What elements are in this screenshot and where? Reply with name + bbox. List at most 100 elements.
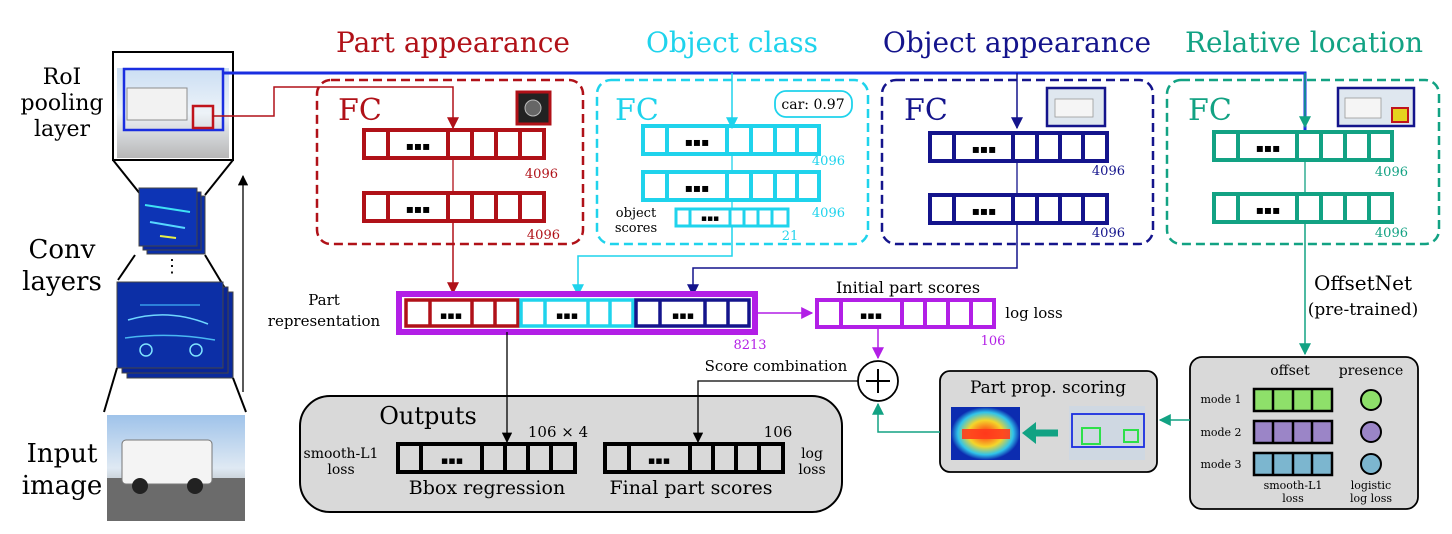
objapp-fc-layer-2: ▪▪▪ (928, 193, 1109, 225)
final-part-scores-vector: ▪▪▪ (603, 442, 785, 474)
ellipsis: ▪▪▪ (648, 454, 670, 467)
part-dim-1: 4096 (525, 167, 558, 182)
reloc-dim-1: 4096 (1375, 165, 1408, 180)
input-image (107, 415, 245, 521)
conv-dots: ⋮ (163, 256, 181, 277)
ellipsis: ▪▪▪ (972, 204, 996, 218)
initial-scores-label: Initial part scores (836, 278, 980, 297)
relative-location-title: Relative location (1185, 26, 1423, 59)
final-dim: 106 (764, 423, 793, 441)
reloc-fc-layer-1: ▪▪▪ (1212, 130, 1394, 162)
roi-label-line2: pooling (21, 91, 104, 116)
bbox-regression-vector: ▪▪▪ (396, 442, 577, 474)
roi-part-box (191, 104, 215, 130)
objclass-fc-layer-1: ▪▪▪ (641, 124, 821, 156)
mode-2-presence-node (1360, 421, 1382, 443)
initial-scores-loss: log loss (1005, 304, 1062, 322)
part-feed-line (212, 86, 459, 130)
bbox-loss-line1: smooth-L1 (304, 446, 379, 462)
mode-3-label: mode 3 (1200, 458, 1241, 471)
ellipsis: ▪▪▪ (1256, 203, 1280, 217)
partprop-arrowhead (1022, 422, 1036, 444)
relative-location-branch: FC ▪▪▪ 4096 ▪▪▪ 4096 (1165, 78, 1441, 246)
final-label: Final part scores (609, 477, 772, 499)
mode-1-presence-node (1360, 389, 1382, 411)
object-appearance-title: Object appearance (883, 26, 1151, 59)
input-label-line1: Input (27, 439, 98, 469)
funnel-line-left (112, 159, 142, 196)
part-prop-title: Part prop. scoring (970, 378, 1126, 398)
objclass-fc-layer-2: ▪▪▪ (641, 170, 821, 202)
input-line-right (232, 377, 247, 413)
objclass-fc-label: FC (615, 93, 659, 128)
conv-feature-maps-small (138, 187, 206, 255)
part-rep-label-2: representation (268, 312, 381, 330)
conv-label-line1: Conv (29, 235, 96, 265)
partprop-to-combine-arrow (872, 402, 940, 433)
ellipsis: ▪▪▪ (685, 181, 709, 195)
ellipsis: ▪▪▪ (406, 202, 430, 216)
offset-loss-line2: loss (1282, 492, 1304, 505)
object-scores-dim: 21 (782, 229, 799, 244)
ellipsis: ▪▪▪ (556, 309, 578, 322)
roi-label-line1: RoI (43, 65, 82, 90)
final-loss-line1: log (801, 446, 823, 462)
initial-scores-dim: 106 (981, 334, 1006, 349)
outputs-title: Outputs (379, 402, 477, 430)
part-prop-scoring-panel: Part prop. scoring (939, 370, 1158, 473)
objapp-dim-2: 4096 (1092, 226, 1125, 241)
object-class-title: Object class (646, 26, 818, 59)
presence-loss-line1: logistic (1351, 479, 1391, 492)
ellipsis: ▪▪▪ (441, 454, 463, 467)
initial-part-scores-vector: ▪▪▪ (815, 298, 996, 329)
part-fc-layer-2: ▪▪▪ (362, 191, 546, 223)
object-scores-label-2: scores (615, 221, 657, 236)
left-column: RoI pooling layer Conv layers Input imag… (21, 51, 249, 521)
class-score-badge (774, 90, 853, 118)
ellipsis: ▪▪▪ (972, 142, 996, 156)
offset-header: offset (1270, 363, 1310, 379)
object-scores-label-1: object (616, 206, 657, 221)
objclass-dim-1: 4096 (812, 154, 845, 169)
part-fc-label: FC (338, 93, 382, 128)
offsetnet-panel: offset presence mode 1 mode 2 mode 3 smo… (1189, 356, 1419, 510)
part-rep-label-1: Part (308, 291, 340, 309)
roi-label-line3: layer (34, 117, 91, 142)
mode-3-presence-node (1360, 453, 1382, 475)
reloc-fc-layer-2: ▪▪▪ (1212, 192, 1394, 224)
bbox-dim: 106 × 4 (528, 423, 588, 441)
score-combination-label: Score combination (705, 357, 848, 375)
mode-2-offset-vector (1252, 419, 1334, 445)
mode-1-offset-vector (1252, 387, 1334, 413)
part-rep-dim: 8213 (733, 338, 766, 353)
part-representation-vector: ▪▪▪ ▪▪▪ ▪▪▪ (396, 291, 758, 335)
object-scores-layer: ▪▪▪ (674, 207, 790, 228)
final-loss-line2: loss (798, 462, 825, 478)
object-box-feed-line (223, 71, 1307, 130)
object-appearance-branch: FC ▪▪▪ 4096 ▪▪▪ 4096 (880, 78, 1155, 246)
mode-2-label: mode 2 (1200, 426, 1241, 439)
objapp-fc-label: FC (904, 93, 948, 128)
ellipsis: ▪▪▪ (406, 139, 430, 153)
conv-label-line2: layers (22, 267, 102, 297)
mode-3-offset-vector (1252, 451, 1334, 477)
ellipsis: ▪▪▪ (672, 309, 694, 322)
offsetnet-title: OffsetNet (1314, 271, 1412, 295)
presence-header: presence (1339, 363, 1404, 379)
bbox-label: Bbox regression (409, 477, 565, 499)
part-dim-2: 4096 (527, 228, 560, 243)
offset-loss-line1: smooth-L1 (1264, 479, 1323, 492)
funnel-line-right (204, 159, 234, 196)
objapp-dim-1: 4096 (1092, 164, 1125, 179)
conv-feature-maps-large (116, 281, 234, 379)
part-fc-layer-1: ▪▪▪ (362, 128, 546, 160)
objclass-to-rep-arrow (572, 226, 733, 297)
roi-object-box (122, 67, 225, 132)
conv-line-left (117, 254, 136, 281)
ellipsis: ▪▪▪ (860, 309, 882, 322)
ellipsis: ▪▪▪ (701, 214, 719, 224)
input-label-line2: image (22, 471, 103, 501)
roi-van-shape (126, 87, 188, 121)
class-score-text: car: 0.97 (781, 97, 844, 113)
ellipsis: ▪▪▪ (440, 309, 462, 322)
